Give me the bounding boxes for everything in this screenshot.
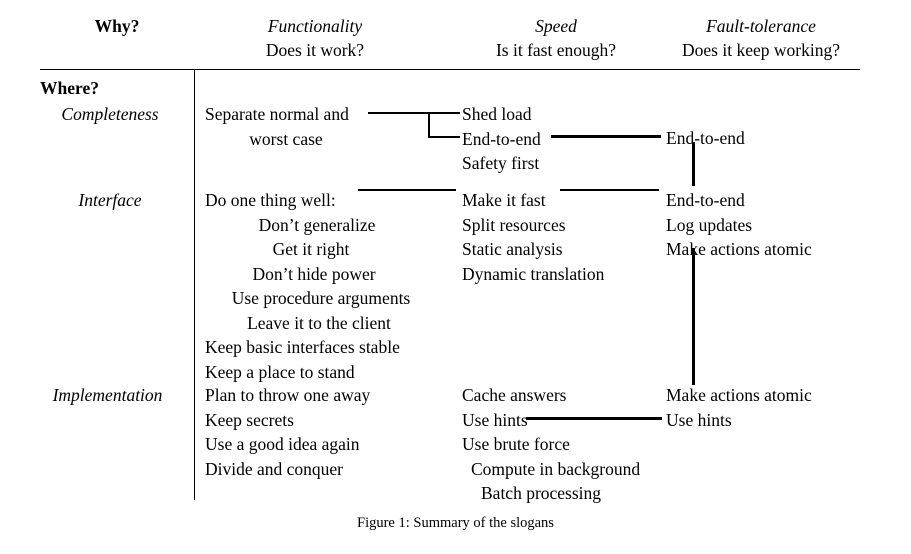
- figure-caption: Figure 1: Summary of the slogans: [357, 515, 554, 531]
- list-item: End-to-end: [666, 190, 745, 210]
- row-label-completeness: Completeness: [61, 104, 159, 124]
- list-item: Make actions atomic: [666, 239, 812, 259]
- list-item: Safety first: [462, 153, 540, 173]
- list-item: Shed load: [462, 104, 532, 124]
- list-item: Dynamic translation: [462, 263, 605, 284]
- header-col-question-functionality: Does it work?: [265, 40, 365, 60]
- header-col-title-speed: Speed: [535, 16, 577, 36]
- row-header-where: Where?: [40, 78, 99, 98]
- connector-use-hints-speed-to-fault: [526, 417, 662, 421]
- list-item: Use hints: [462, 409, 528, 430]
- cell-interface-functionality: Do one thing well: Don’t generalize Get …: [205, 188, 437, 384]
- cell-implementation-fault-tolerance: Make actions atomic Use hints: [666, 383, 812, 432]
- header-col-title-fault-tolerance: Fault-tolerance: [706, 16, 816, 36]
- list-item: Split resources: [462, 214, 566, 235]
- header-bottom-rule: [40, 69, 860, 70]
- list-item: End-to-end: [462, 128, 541, 149]
- list-item: Keep a place to stand: [205, 361, 355, 382]
- list-item: End-to-end: [666, 128, 745, 148]
- connector-separate-normal-to-shed-load-top: [368, 112, 460, 114]
- list-item: Don’t hide power: [252, 263, 376, 284]
- header-col-question-speed: Is it fast enough?: [495, 40, 617, 60]
- list-item: Do one thing well:: [205, 190, 336, 210]
- row-label-column-divider: [194, 69, 195, 500]
- row-label-interface: Interface: [78, 190, 142, 210]
- cell-completeness-functionality: Separate normal and worst case: [205, 102, 431, 151]
- list-item: Use hints: [666, 409, 732, 430]
- connector-make-actions-atomic-vertical: [692, 248, 696, 385]
- cell-interface-fault-tolerance: End-to-end Log updates Make actions atom…: [666, 188, 812, 262]
- list-item: Use brute force: [462, 434, 570, 454]
- cell-interface-speed: Make it fast Split resources Static anal…: [462, 188, 604, 286]
- connector-end-to-end-speed-to-fault: [551, 135, 661, 139]
- list-item: Use a good idea again: [205, 434, 360, 454]
- list-item: Keep secrets: [205, 409, 294, 430]
- row-label-implementation: Implementation: [52, 385, 163, 405]
- list-item: Don’t generalize: [258, 214, 376, 235]
- cell-completeness-fault-tolerance: End-to-end: [666, 126, 745, 151]
- list-item: Log updates: [666, 214, 753, 235]
- cell-completeness-speed: Shed load End-to-end Safety first: [462, 102, 541, 176]
- connector-make-it-fast-to-end-to-end: [560, 189, 659, 191]
- list-item: Separate normal and: [205, 104, 349, 124]
- connector-separate-normal-bracket-drop: [428, 112, 430, 138]
- list-item: Make actions atomic: [666, 385, 812, 405]
- cell-implementation-functionality: Plan to throw one away Keep secrets Use …: [205, 383, 370, 481]
- header-corner-why: Why?: [94, 16, 140, 36]
- list-item: Cache answers: [462, 385, 567, 405]
- list-item: Keep basic interfaces stable: [205, 337, 400, 357]
- list-item: Compute in background: [471, 458, 641, 479]
- list-item: Plan to throw one away: [205, 385, 371, 405]
- connector-separate-normal-to-end-to-end-stub: [428, 136, 460, 138]
- header-col-title-functionality: Functionality: [267, 16, 363, 36]
- list-item: worst case: [249, 128, 323, 149]
- header-col-question-fault-tolerance: Does it keep working?: [682, 40, 840, 60]
- list-item: Get it right: [272, 239, 350, 259]
- connector-do-one-thing-well-to-make-it-fast: [358, 189, 456, 191]
- list-item: Leave it to the client: [247, 312, 391, 333]
- list-item: Use procedure arguments: [231, 288, 411, 308]
- list-item: Make it fast: [462, 190, 546, 210]
- cell-implementation-speed: Cache answers Use hints Use brute force …: [462, 383, 640, 506]
- connector-end-to-end-fault-vertical: [692, 142, 696, 186]
- list-item: Divide and conquer: [205, 458, 344, 479]
- list-item: Static analysis: [462, 239, 563, 259]
- list-item: Batch processing: [481, 483, 602, 503]
